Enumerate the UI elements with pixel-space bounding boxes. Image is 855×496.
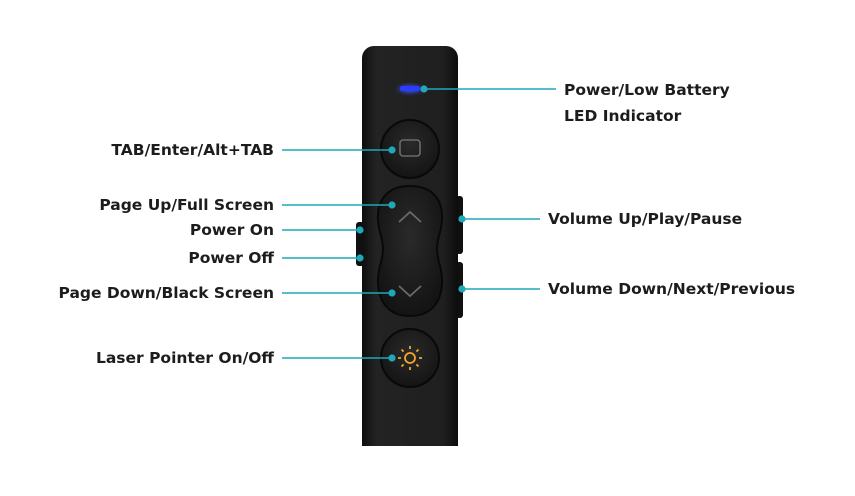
sun-icon	[398, 346, 422, 370]
label-power-on: Power On	[189, 221, 274, 239]
chevron-up-icon	[398, 210, 422, 223]
led-indicator	[394, 82, 426, 96]
square-icon	[399, 139, 421, 157]
label-volume-down: Volume Down/Next/Previous	[548, 280, 796, 298]
label-page-down: Page Down/Black Screen	[58, 284, 274, 302]
label-tab-enter: TAB/Enter/Alt+TAB	[111, 141, 274, 159]
laser-button	[380, 328, 440, 388]
up-down-rocker	[376, 184, 444, 318]
chevron-down-icon	[398, 285, 422, 298]
label-volume-up: Volume Up/Play/Pause	[548, 210, 743, 228]
label-laser: Laser Pointer On/Off	[95, 349, 274, 367]
label-power-off: Power Off	[188, 249, 274, 267]
label-page-up: Page Up/Full Screen	[99, 196, 274, 214]
label-power-led-line1: Power/Low Battery	[564, 81, 730, 99]
tab-button	[380, 119, 440, 179]
label-power-led-line2: LED Indicator	[564, 107, 682, 125]
